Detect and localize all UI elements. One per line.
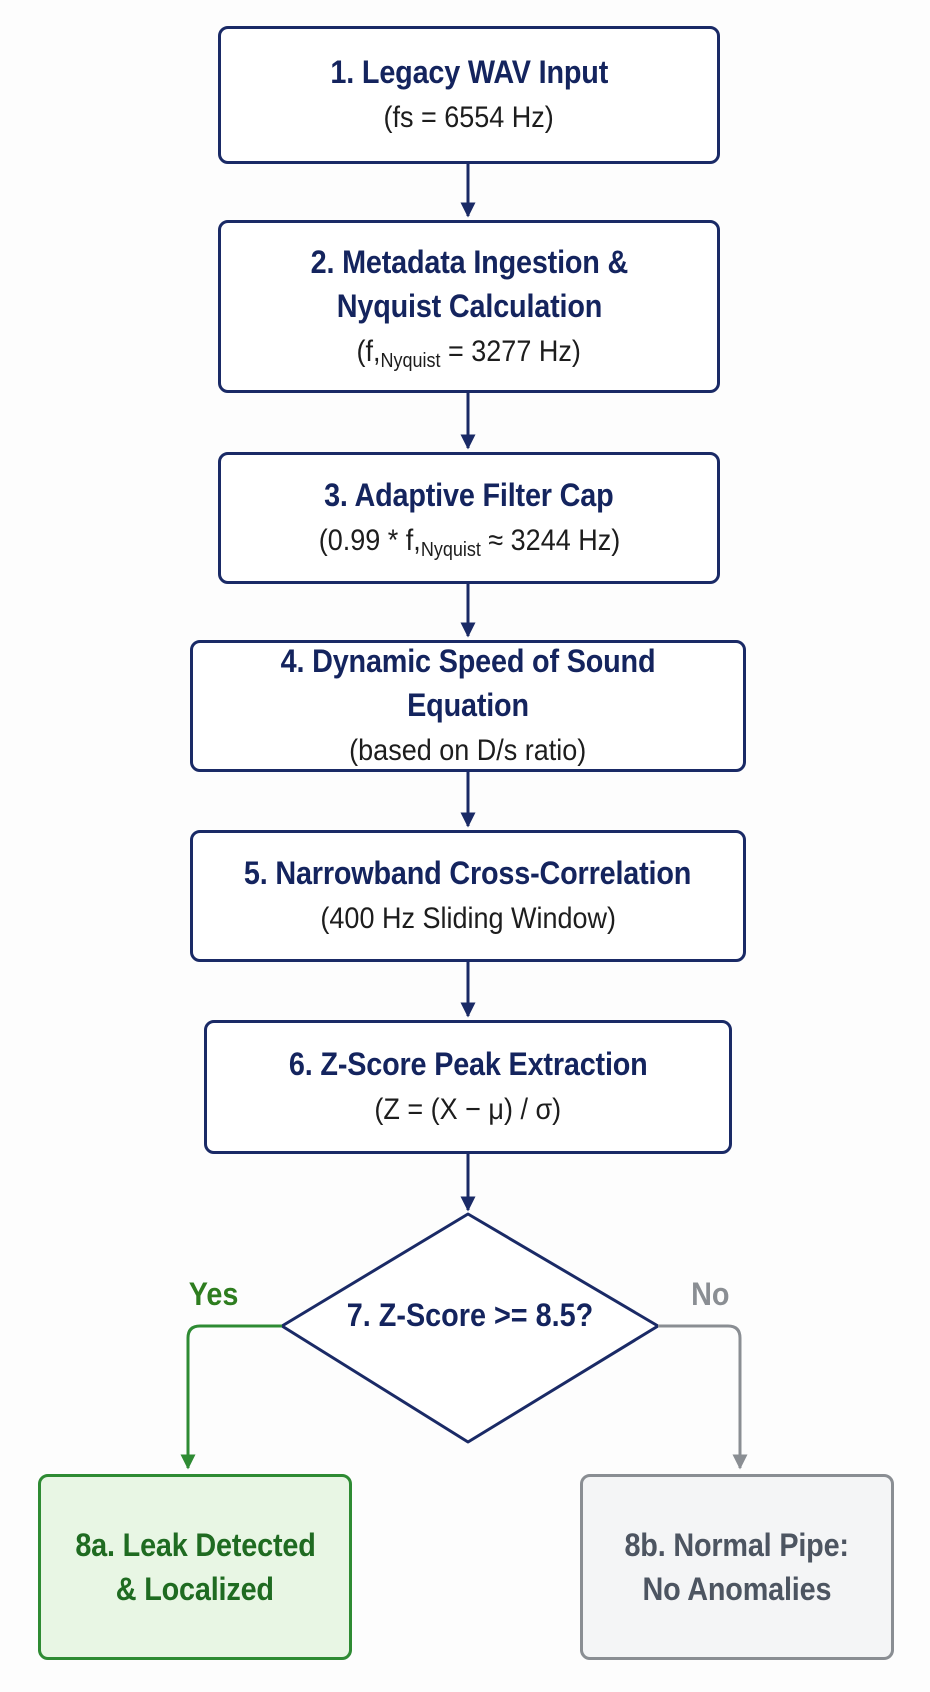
step-6-title: 6. Z-Score Peak Extraction — [288, 1046, 648, 1082]
step-6-detail: (Z = (X − μ) / σ) — [374, 1093, 562, 1126]
step-3-box: 3. Adaptive Filter Cap (0.99 * f,Nyquist… — [218, 452, 720, 584]
outcome-yes-line1: 8a. Leak Detected — [74, 1527, 316, 1563]
step-2-title: 2. Metadata Ingestion & — [310, 243, 628, 280]
step-2-detail-pre: (f, — [356, 334, 381, 368]
step-3-title: 3. Adaptive Filter Cap — [324, 477, 614, 513]
step-2-detail-post: = 3277 Hz) — [440, 334, 582, 368]
no-branch-label: No — [691, 1276, 730, 1312]
step-5-detail: (400 Hz Sliding Window) — [320, 902, 616, 935]
step-3-detail-pre: (0.99 * f, — [318, 524, 421, 557]
step-4-box: 4. Dynamic Speed of Sound Equation (base… — [190, 640, 746, 772]
step-5-title: 5. Narrowband Cross-Correlation — [244, 855, 692, 891]
step-3-detail-post: ≈ 3244 Hz) — [480, 524, 620, 557]
decision-diamond — [280, 1212, 660, 1444]
step-2-box: 2. Metadata Ingestion & Nyquist Calculat… — [218, 220, 720, 393]
step-2-detail: (f,Nyquist = 3277 Hz) — [357, 330, 581, 374]
yes-branch-label: Yes — [188, 1276, 239, 1312]
outcome-leak-detected-box: 8a. Leak Detected & Localized — [38, 1474, 352, 1660]
step-1-box: 1. Legacy WAV Input (fs = 6554 Hz) — [218, 26, 720, 164]
step-1-detail: (fs = 6554 Hz) — [383, 101, 555, 134]
no-connector — [658, 1324, 748, 1470]
step-4-title: 4. Dynamic Speed of Sound Equation — [280, 643, 656, 723]
outcome-no-line2: No Anomalies — [642, 1571, 832, 1607]
step-6-box: 6. Z-Score Peak Extraction (Z = (X − μ) … — [204, 1020, 732, 1154]
step-3-detail: (0.99 * f,Nyquist ≈ 3244 Hz) — [318, 519, 619, 563]
outcome-no-line1: 8b. Normal Pipe: — [624, 1527, 850, 1563]
step-2-title-line2: Nyquist Calculation — [336, 287, 602, 324]
yes-connector — [180, 1324, 282, 1470]
step-2-detail-sub: Nyquist — [380, 349, 441, 372]
step-3-detail-sub: Nyquist — [420, 539, 481, 561]
outcome-normal-pipe-box: 8b. Normal Pipe: No Anomalies — [580, 1474, 894, 1660]
step-4-detail: (based on D/s ratio) — [349, 734, 587, 767]
step-5-box: 5. Narrowband Cross-Correlation (400 Hz … — [190, 830, 746, 962]
step-1-title: 1. Legacy WAV Input — [330, 54, 608, 90]
decision-label: 7. Z-Score >= 8.5? — [346, 1297, 594, 1333]
outcome-yes-line2: & Localized — [115, 1571, 275, 1607]
